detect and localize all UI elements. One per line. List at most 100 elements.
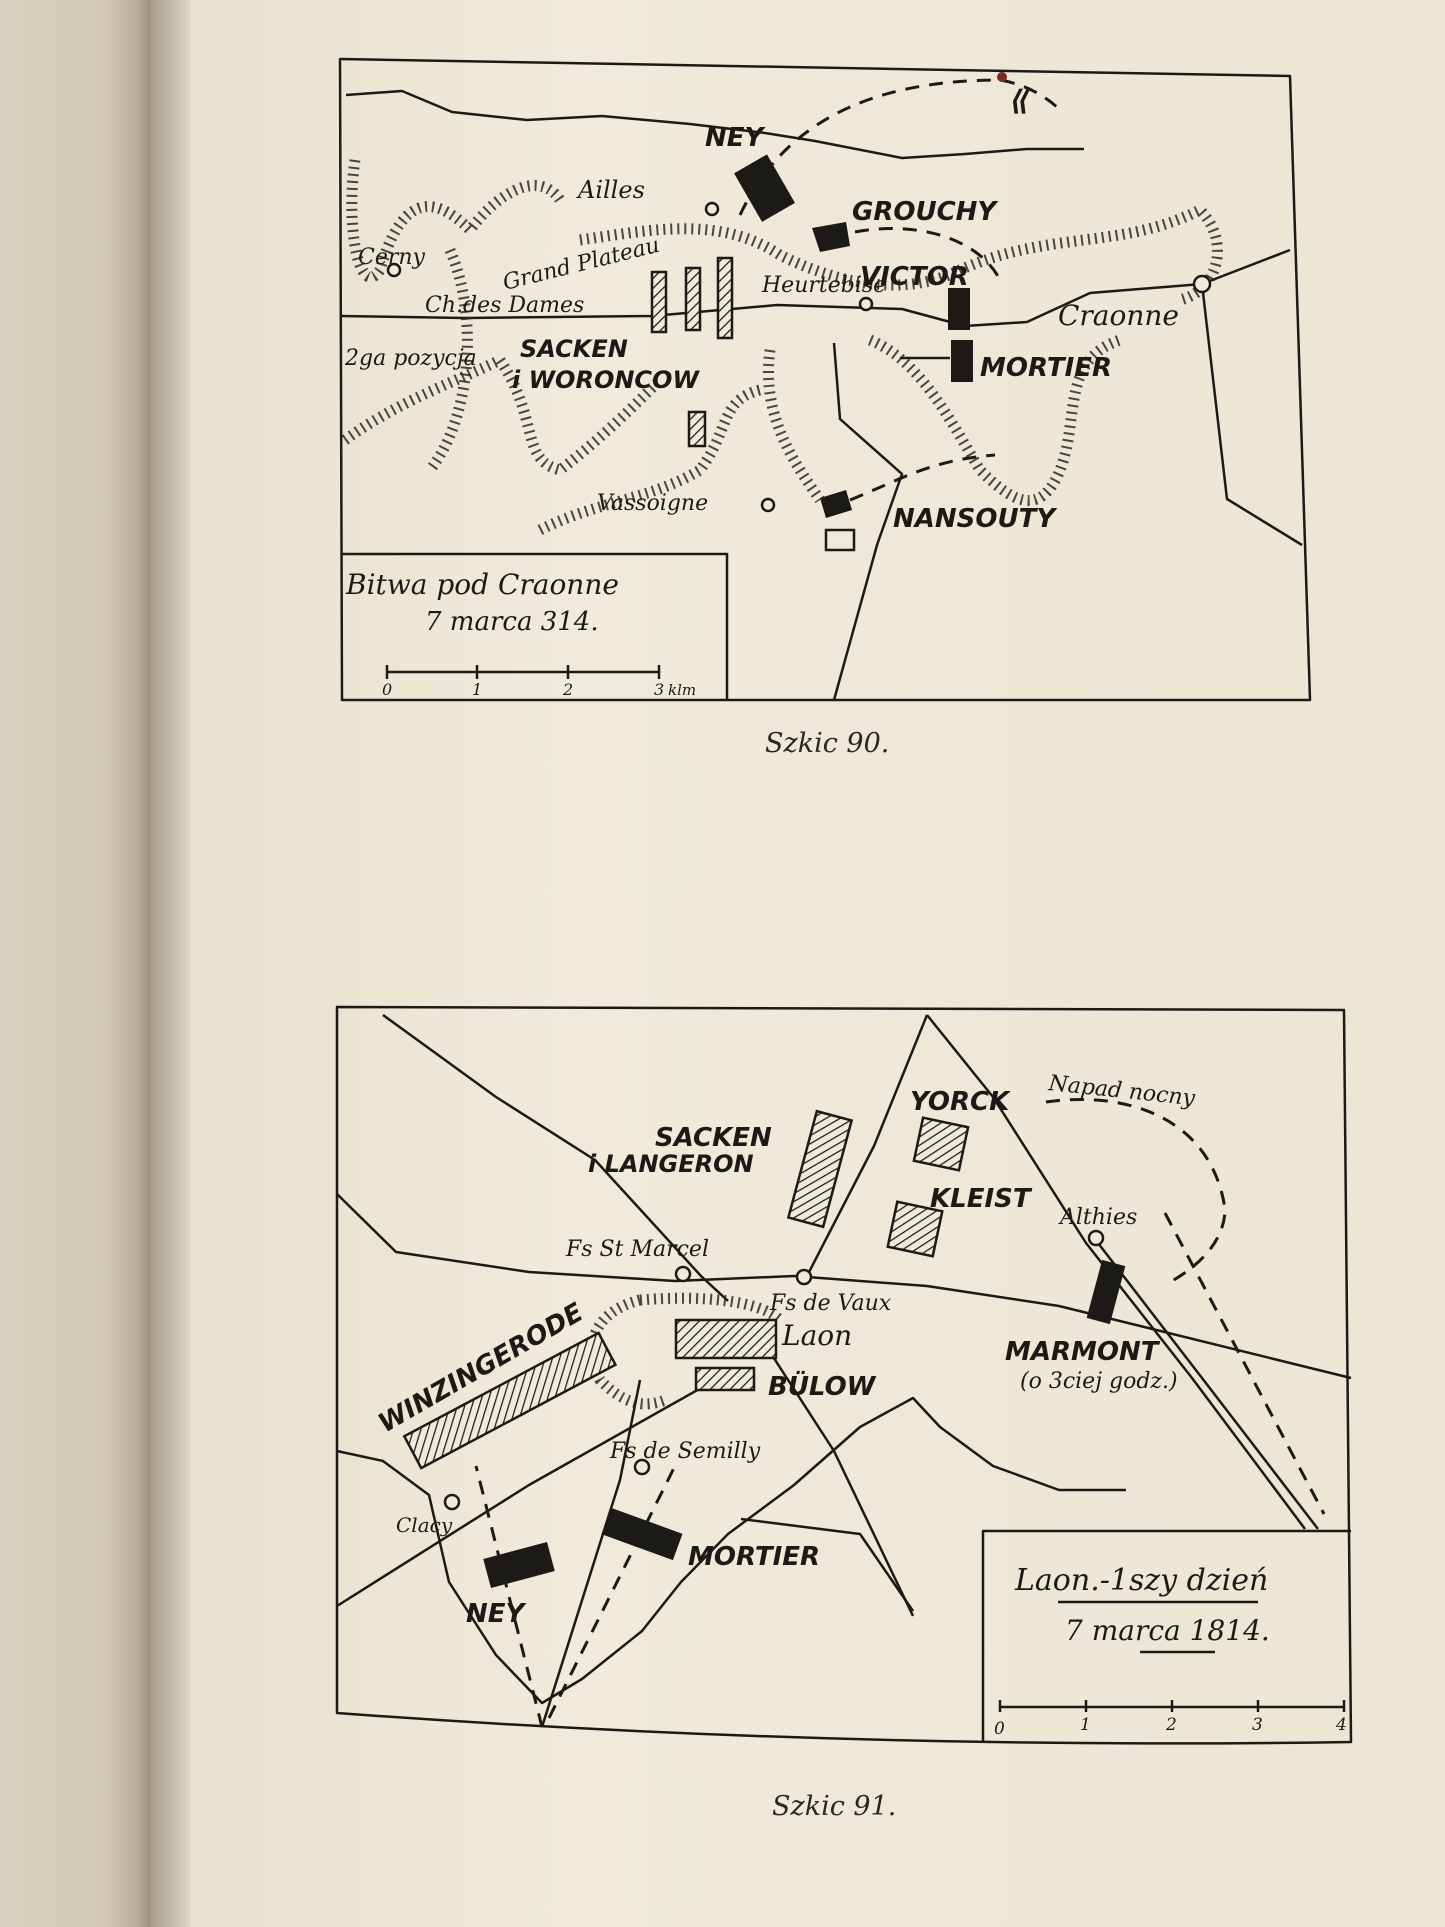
legend-date: 7 marca 1814. (1065, 1614, 1270, 1647)
road-east-west (336, 1193, 1352, 1380)
unit-bulow (694, 1366, 756, 1392)
label-langeron: i LANGERON (588, 1150, 754, 1178)
label-st-marcel: Fs St Marcel (565, 1237, 709, 1262)
village-semilly (633, 1458, 651, 1476)
label-bulow: BÜLOW (768, 1369, 877, 1402)
village-althies (1087, 1229, 1105, 1247)
village-craonne (1192, 274, 1212, 294)
legend-title: Bitwa pod Craonne (345, 568, 619, 601)
village-de-vaux (795, 1268, 813, 1286)
legend-title: Laon.-1szy dzień (1014, 1563, 1268, 1598)
label-kleist: KLEIST (930, 1184, 1033, 1214)
road-chemin-des-dames (339, 248, 1291, 328)
unit-grouchy (812, 222, 850, 252)
road-southwest (336, 1386, 702, 1608)
legend-box: Bitwa pod Craonne 7 marca 314. 0 1 2 3 k… (342, 552, 729, 700)
label-vassoigne: Vassoigne (597, 491, 708, 516)
unit-kleist (886, 1200, 944, 1258)
label-cerny: Cerny (358, 245, 426, 270)
legend-box: Laon.-1szy dzień 7 marca 1814. 0 1 2 3 4 (981, 1529, 1351, 1742)
label-chemin-des-dames: Ch.des Dames (425, 293, 584, 318)
river-branch (740, 1517, 915, 1612)
unit-sacken-langeron (786, 1109, 854, 1229)
book-page (190, 0, 1445, 1927)
road-althies (926, 1014, 1307, 1530)
label-de-vaux: Fs de Vaux (769, 1291, 892, 1316)
label-ailles: Ailles (576, 176, 645, 204)
village-heurtebise (858, 296, 874, 312)
unit-sacken-2 (684, 266, 702, 332)
label-ney: NEY (466, 1599, 528, 1629)
label-semilly: Fs de Semilly (609, 1439, 761, 1464)
line-southwest (540, 1379, 642, 1728)
scale-tick-0: 0 (994, 1719, 1005, 1739)
label-marmont: MARMONT (1005, 1337, 1161, 1367)
unit-victor (948, 288, 970, 330)
map-laon: Napad nocny YORCK SACKEN i LANGERON KLEI… (335, 1005, 1353, 1745)
legend-date: 7 marca 314. (425, 607, 599, 637)
unit-ney (734, 154, 795, 222)
map-frame (338, 57, 1312, 702)
caption-szkic-91: Szkic 91. (772, 1791, 896, 1822)
long-march-route (1163, 1212, 1326, 1515)
label-nansouty: NANSOUTY (893, 504, 1058, 534)
label-sacken: SACKEN (520, 335, 628, 363)
road-north (805, 1014, 929, 1277)
road-althies-2 (1097, 1242, 1319, 1530)
unit-reserve (687, 410, 707, 448)
label-sacken: SACKEN (655, 1123, 772, 1153)
book-gutter (150, 0, 190, 1927)
left-page-edge (0, 0, 150, 1927)
label-yorck: YORCK (910, 1087, 1011, 1117)
scale-tick-2: 2 (562, 680, 573, 699)
laon-town (674, 1318, 778, 1360)
label-grouchy: GROUCHY (852, 197, 999, 227)
label-ney: NEY (705, 123, 767, 153)
hills (341, 159, 1223, 535)
label-clacy: Clacy (396, 1513, 453, 1537)
village-vassoigne (760, 497, 776, 513)
scale-tick-3: 3 (654, 680, 664, 699)
label-woroncow: i WORONCOW (512, 366, 700, 394)
night-attack-route (1045, 1098, 1227, 1283)
unit-ney (483, 1541, 555, 1589)
river (336, 1396, 1126, 1705)
label-mortier: MORTIER (980, 353, 1112, 383)
village-cerny (386, 262, 402, 278)
river-ailette (345, 89, 1084, 160)
ink-dot (997, 72, 1007, 82)
label-mortier: MORTIER (688, 1542, 820, 1572)
road-northwest (382, 1013, 729, 1302)
unit-sacken-1 (650, 270, 668, 334)
unit-mortier (601, 1507, 683, 1561)
unit-yorck (912, 1116, 970, 1172)
unit-sacken-3 (716, 256, 734, 340)
map-craonne: ⟪ NEY GROUCHY VICTOR MORTIER NANSOUTY SA… (338, 57, 1312, 702)
label-laon: Laon (781, 1319, 852, 1352)
label-marmont-note: (o 3ciej godz.) (1020, 1369, 1178, 1394)
scale-tick-3: 3 (1252, 1715, 1263, 1735)
scale-tick-4: 4 (1335, 1715, 1347, 1735)
nansouty-route (849, 453, 996, 502)
unit-artillery (824, 528, 856, 552)
caption-szkic-90: Szkic 90. (765, 728, 889, 759)
label-victor: VICTOR (860, 262, 969, 292)
label-napad-nocny: Napad nocny (1046, 1071, 1196, 1111)
unit-mortier (951, 340, 973, 382)
map-frame (335, 1005, 1353, 1745)
grouchy-route (854, 227, 1002, 281)
scale-unit: klm (668, 681, 696, 699)
unit-marmont (1086, 1259, 1126, 1325)
unit-nansouty (820, 490, 852, 518)
label-2nd-position: 2ga pozycja (344, 346, 477, 371)
scale-tick-2: 2 (1165, 1715, 1177, 1735)
village-clacy (443, 1493, 461, 1511)
ney-route (474, 1465, 544, 1728)
village-ailles (704, 201, 720, 217)
scale-tick-1: 1 (1080, 1715, 1091, 1735)
label-heurtebise: Heurtebise (761, 273, 886, 298)
label-craonne: Craonne (1058, 299, 1179, 332)
enemy-column-arrow-icon: ⟪ (1010, 84, 1031, 117)
stream (832, 342, 904, 701)
